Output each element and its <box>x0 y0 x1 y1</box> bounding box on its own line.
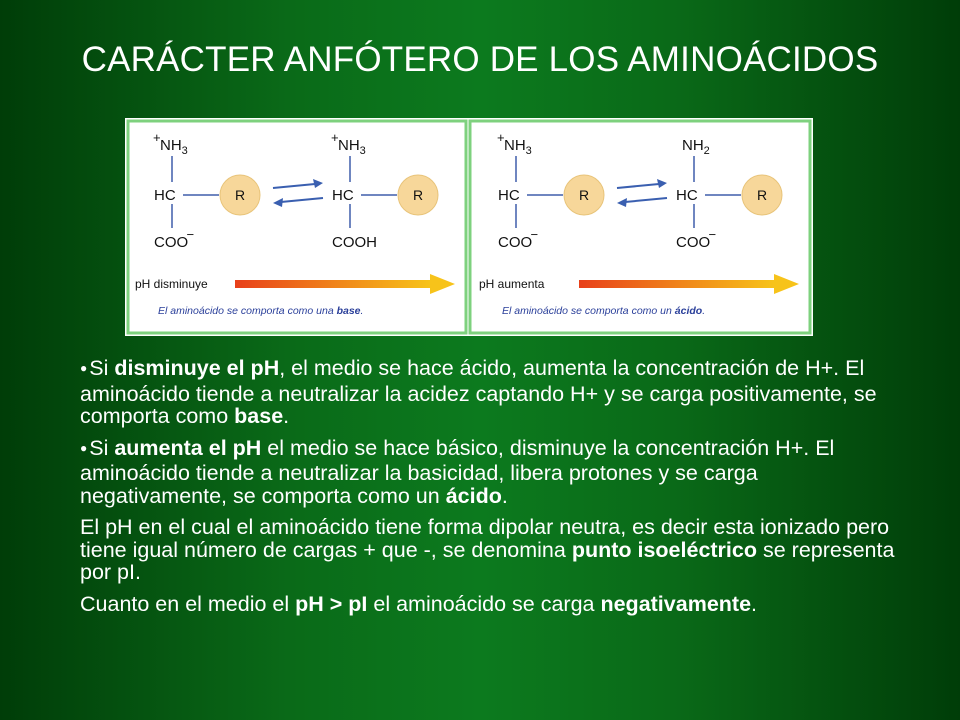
bold-term: pH > pI <box>295 591 368 616</box>
left-mol1-r-label: R <box>235 187 245 203</box>
text-run: Si <box>89 356 115 380</box>
left-caption: El aminoácido se comporta como una base. <box>158 305 363 317</box>
text-run: . <box>501 483 508 508</box>
right-mol1-top-formula: NH3 <box>504 137 532 157</box>
bold-term: disminuye el pH <box>114 356 280 380</box>
left-mol1-top-charge: + <box>153 130 161 145</box>
right-mol1-center: HC <box>498 187 520 204</box>
text-run: el medio se hace básico, disminuye la co… <box>80 435 835 508</box>
left-equilibrium-forward-head <box>313 179 323 188</box>
right-mol2-r-label: R <box>757 187 767 203</box>
left-mol2-top-charge: + <box>331 130 339 145</box>
explanation-text: Si disminuye el pH, el medio se hace áci… <box>80 357 900 624</box>
right-mol2-r-circle <box>741 174 783 216</box>
right-mol2-top-formula: NH2 <box>682 137 710 157</box>
paragraph-1: Si disminuye el pH, el medio se hace áci… <box>80 357 900 428</box>
right-ph-arrow-shaft <box>579 280 774 288</box>
text-run: Cuanto en el medio el <box>80 591 296 616</box>
left-mol1-bottom-charge: − <box>187 227 195 242</box>
left-mol2-r-circle <box>397 174 439 216</box>
paragraph-4: Cuanto en el medio el pH > pI el aminoác… <box>80 591 900 616</box>
bold-term: ácido <box>445 483 502 508</box>
left-mol1-top-formula: NH3 <box>160 137 188 157</box>
left-equilibrium-forward-line <box>272 183 316 189</box>
right-mol2-center: HC <box>676 187 698 204</box>
right-mol2-bottom-charge: − <box>709 227 717 242</box>
bold-term: base <box>234 404 284 428</box>
right-mol1-r-circle <box>563 174 605 216</box>
left-mol2-top-formula: NH3 <box>338 137 366 157</box>
right-equilibrium-forward-head <box>657 179 667 188</box>
text-run: El pH en el cual el aminoácido tiene for… <box>80 515 890 562</box>
right-panel-frame <box>468 119 812 335</box>
right-mol2-bottom: COO <box>676 234 710 251</box>
right-equilibrium-back-line <box>624 197 668 203</box>
left-ph-arrow-head <box>430 274 455 294</box>
left-mol1-bottom: COO <box>154 234 188 251</box>
paragraph-2: Si aumenta el pH el medio se hace básico… <box>80 435 900 508</box>
right-ph-arrow-head <box>774 274 799 294</box>
right-mol1-bottom-charge: − <box>531 227 539 242</box>
right-mol1-bottom: COO <box>498 234 532 251</box>
right-mol1-r-label: R <box>579 187 589 203</box>
left-mol2-r-label: R <box>413 187 423 203</box>
right-equilibrium-forward-line <box>616 183 660 189</box>
text-run: . <box>283 404 290 428</box>
right-caption: El aminoácido se comporta como un ácido. <box>502 305 705 317</box>
left-ph-label: pH disminuye <box>135 277 208 291</box>
text-run: el aminoácido se carga <box>367 591 601 616</box>
left-mol2-center: HC <box>332 187 354 204</box>
text-run: Si <box>89 435 115 460</box>
paragraph-3: El pH en el cual el aminoácido tiene for… <box>80 516 900 584</box>
left-panel-frame <box>126 119 468 335</box>
left-mol1-r-circle <box>219 174 261 216</box>
left-mol2-bottom: COOH <box>332 234 377 251</box>
bold-term: aumenta el pH <box>114 435 262 460</box>
right-mol1-top-charge: + <box>497 130 505 145</box>
text-run: . <box>751 591 758 616</box>
text-run: , el medio se hace ácido, aumenta la con… <box>80 356 877 428</box>
text-run: se representa por pI. <box>80 537 895 584</box>
left-ph-arrow-shaft <box>235 280 430 288</box>
left-mol1-center: HC <box>154 187 176 204</box>
bold-term: negativamente <box>600 591 752 616</box>
right-ph-label: pH aumenta <box>479 277 545 291</box>
left-equilibrium-back-line <box>280 197 324 203</box>
left-equilibrium-back-head <box>273 198 283 207</box>
right-equilibrium-back-head <box>617 198 627 207</box>
bold-term: punto isoeléctrico <box>571 537 757 562</box>
slide-title: CARÁCTER ANFÓTERO DE LOS AMINOÁCIDOS <box>81 40 879 79</box>
